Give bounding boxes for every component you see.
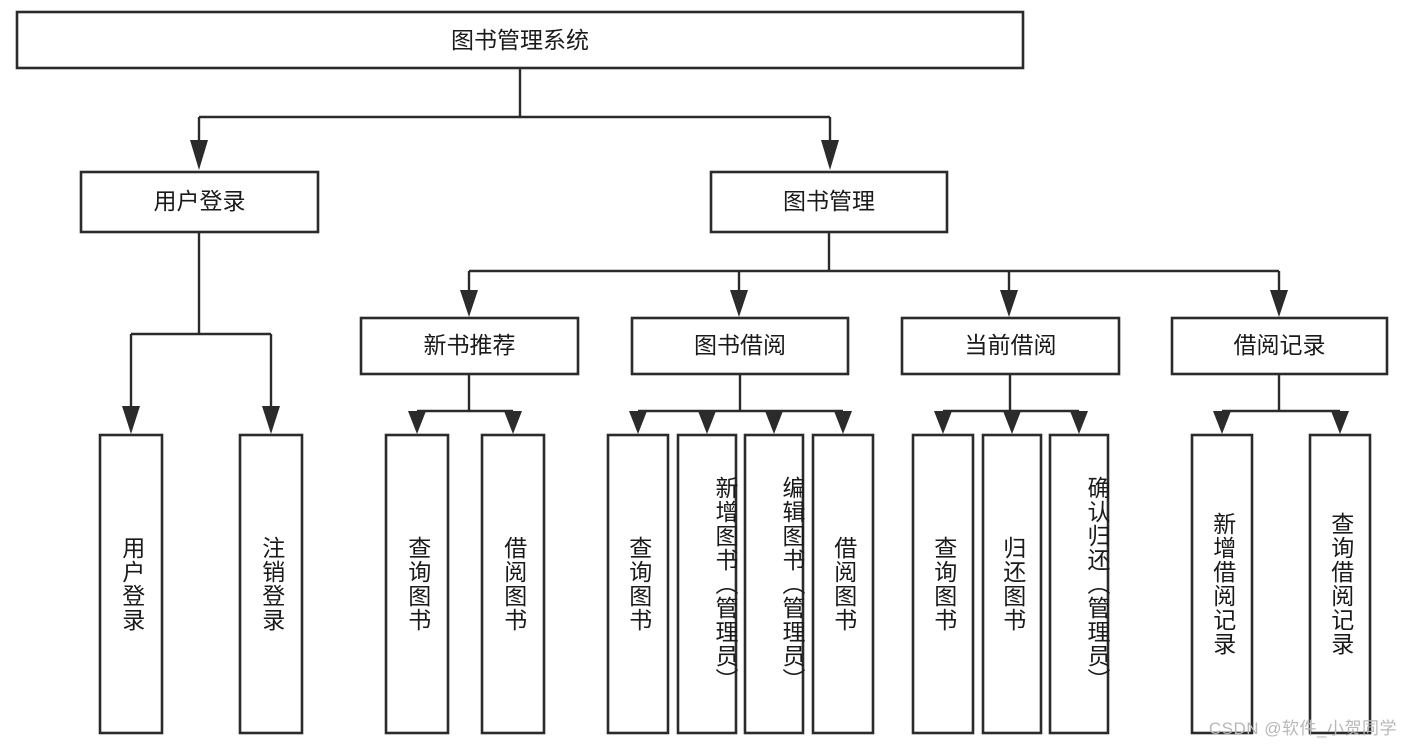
arrowhead-leaf-query-book-rec [408, 411, 426, 434]
arrowhead-leaf-edit-book [765, 411, 783, 434]
arrowhead-leaf-add-book [698, 411, 716, 434]
new-book-rec-label: 新书推荐 [424, 332, 516, 358]
arrowhead-user-login [190, 140, 208, 170]
borrow-record-box[interactable] [1170, 316, 1389, 376]
arrowhead-leaf-query-record [1331, 411, 1349, 434]
arrowhead-leaf-borrow-book-bw [834, 411, 852, 434]
new-book-rec-box[interactable] [359, 316, 580, 376]
leaf-box-query-record[interactable] [1308, 433, 1372, 735]
arrowhead-leaf-query-book-bw [629, 411, 647, 434]
arrowhead-leaf-add-record [1213, 411, 1231, 434]
leaf-box-return-book[interactable] [981, 433, 1043, 735]
arrowhead-new-book-rec [460, 290, 478, 317]
node-root[interactable]: 图书管理系统 [15, 10, 1025, 70]
arrowhead-leaf-logout [262, 406, 280, 434]
arrowhead-current-borrow [1000, 290, 1018, 317]
arrowhead-leaf-confirm-return [1070, 411, 1088, 434]
leaf-box-user-login[interactable] [98, 433, 164, 735]
arrowhead-leaf-user-login [122, 406, 140, 434]
leaf-box-confirm-return[interactable] [1048, 433, 1110, 735]
arrowhead-book-borrow [730, 290, 748, 317]
root-box[interactable] [15, 10, 1025, 70]
node-book-manage[interactable]: 图书管理 [709, 170, 949, 234]
user-login-label: 用户登录 [154, 188, 246, 214]
node-new-book-rec[interactable]: 新书推荐 [359, 316, 580, 376]
leaf-box-edit-book[interactable] [743, 433, 805, 735]
node-current-borrow[interactable]: 当前借阅 [900, 316, 1121, 376]
current-borrow-label: 当前借阅 [965, 332, 1057, 358]
book-borrow-box[interactable] [630, 316, 850, 376]
leaf-box-add-record[interactable] [1190, 433, 1254, 735]
node-book-borrow[interactable]: 图书借阅 [630, 316, 850, 376]
leaf-box-logout[interactable] [238, 433, 304, 735]
node-user-login[interactable]: 用户登录 [79, 170, 320, 234]
leaf-box-borrow-book-bw[interactable] [811, 433, 875, 735]
arrowhead-leaf-borrow-book-rec [504, 411, 522, 434]
current-borrow-box[interactable] [900, 316, 1121, 376]
leaf-box-add-book[interactable] [676, 433, 738, 735]
csdn-watermark: CSDN @软件_小贺同学 [1208, 719, 1397, 738]
root-label: 图书管理系统 [451, 27, 589, 53]
borrow-record-label: 借阅记录 [1234, 332, 1326, 358]
leaf-box-query-book-bw[interactable] [606, 433, 670, 735]
leaf-box-query-book-cb[interactable] [911, 433, 975, 735]
arrowhead-borrow-record [1270, 290, 1288, 317]
arrowhead-leaf-return-book [1003, 411, 1021, 434]
arrowhead-book-manage [821, 140, 839, 170]
book-manage-box[interactable] [709, 170, 949, 234]
leaf-box-borrow-book-rec[interactable] [480, 433, 546, 735]
node-borrow-record[interactable]: 借阅记录 [1170, 316, 1389, 376]
leaf-box-query-book-rec[interactable] [384, 433, 450, 735]
arrowhead-leaf-query-book-cb [934, 411, 952, 434]
book-borrow-label: 图书借阅 [694, 332, 786, 358]
book-manage-label: 图书管理 [783, 188, 875, 214]
